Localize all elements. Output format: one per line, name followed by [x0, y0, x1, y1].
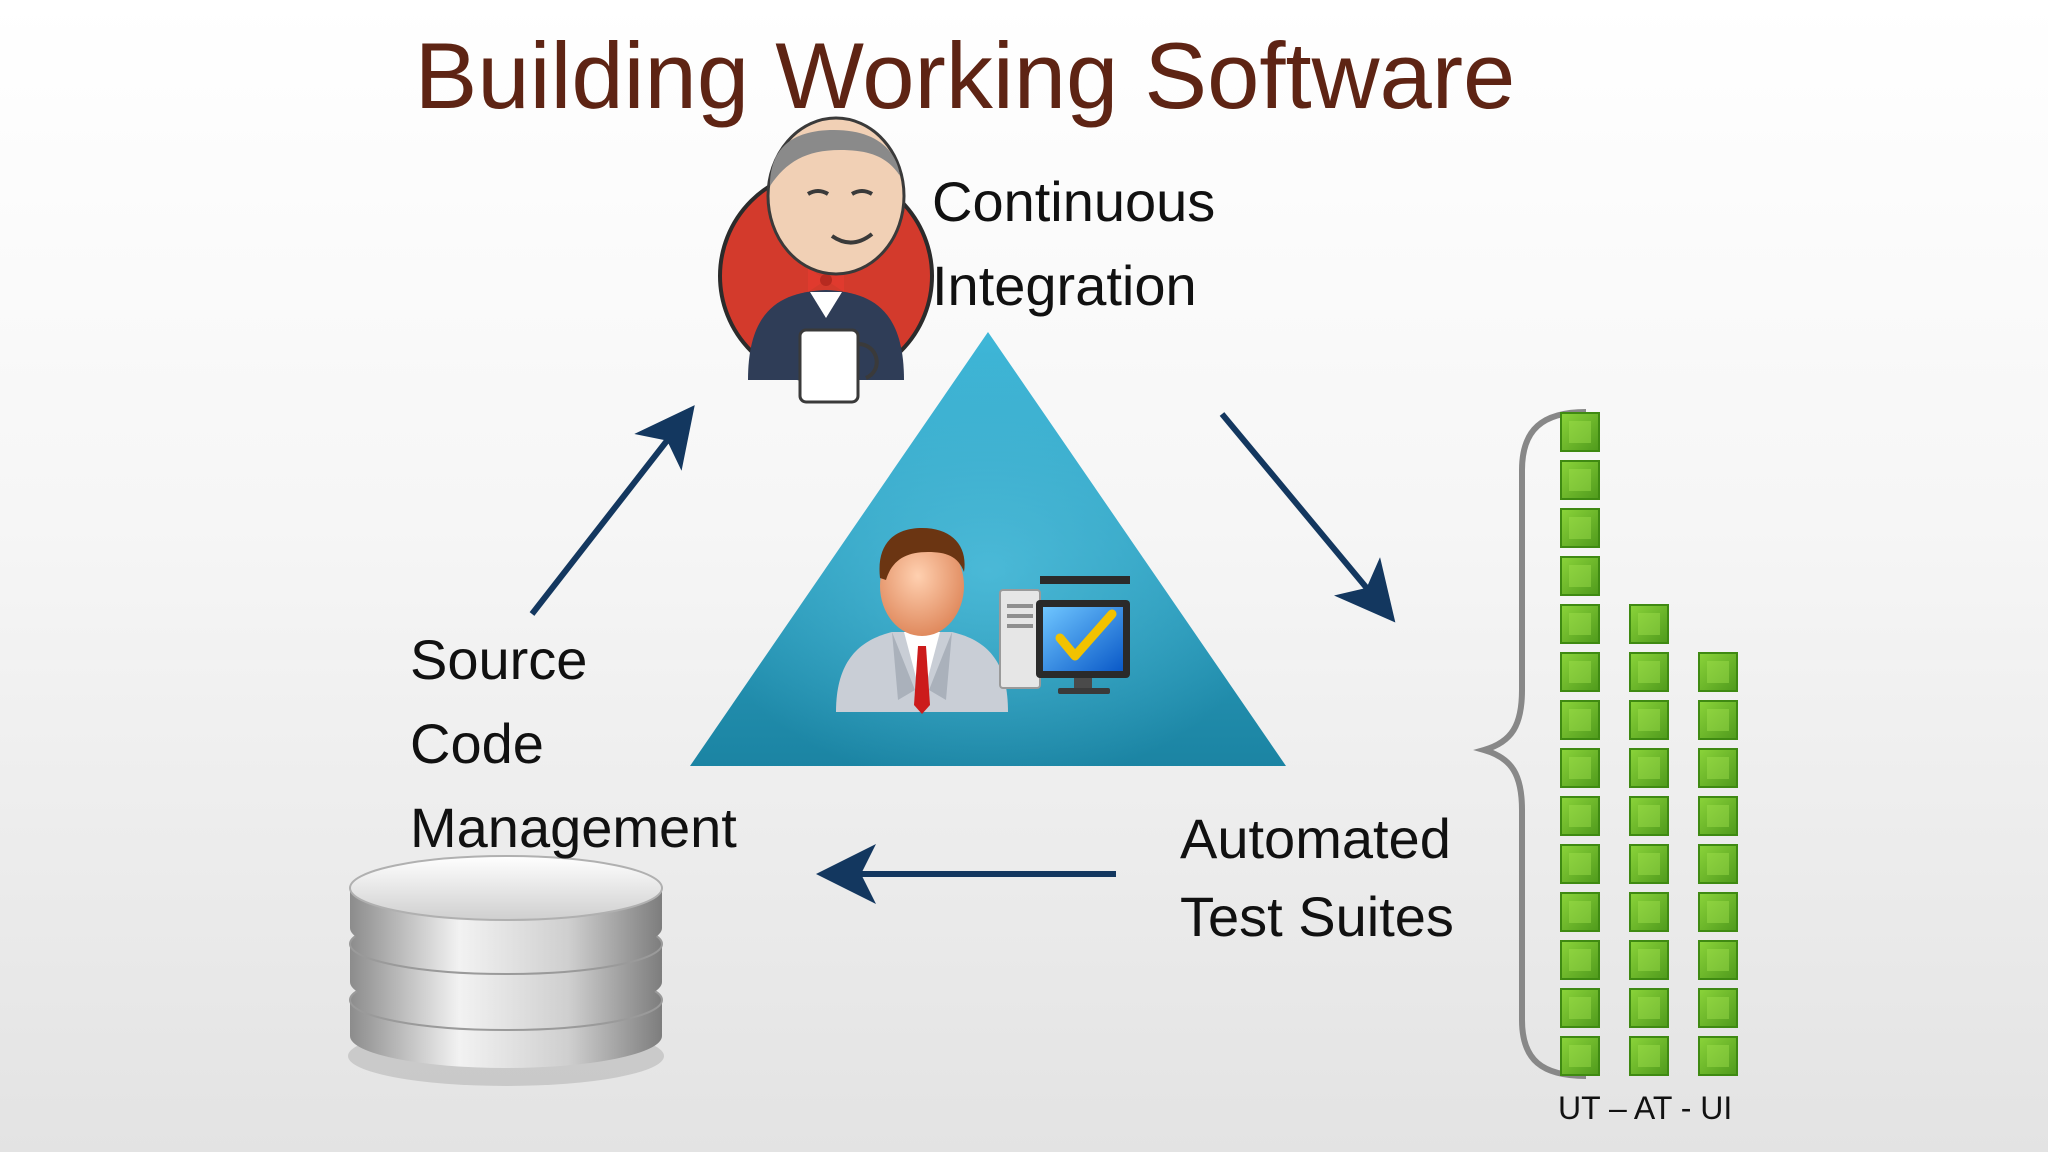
- test-block: [1629, 940, 1669, 980]
- butler-mascot-icon: [718, 116, 934, 404]
- ats-label-line-2: Test Suites: [1180, 885, 1454, 948]
- test-block-highlight: [1707, 901, 1729, 923]
- test-block-highlight: [1638, 805, 1660, 827]
- test-block-highlight: [1569, 517, 1591, 539]
- test-block: [1629, 652, 1669, 692]
- test-block: [1560, 940, 1600, 980]
- process-triangle: [690, 332, 1286, 766]
- test-block: [1560, 892, 1600, 932]
- ci-label-line-2: Integration: [932, 254, 1197, 317]
- test-block-highlight: [1638, 613, 1660, 635]
- test-block: [1698, 796, 1738, 836]
- test-block: [1560, 988, 1600, 1028]
- test-block: [1698, 652, 1738, 692]
- test-columns-caption: UT – AT - UI: [1558, 1090, 1733, 1126]
- test-block: [1560, 748, 1600, 788]
- test-block-highlight: [1638, 661, 1660, 683]
- test-block-highlight: [1569, 661, 1591, 683]
- test-block-highlight: [1638, 949, 1660, 971]
- automated-test-suites-label: Automated Test Suites: [1180, 800, 1454, 956]
- test-block-highlight: [1569, 469, 1591, 491]
- test-block-highlight: [1569, 613, 1591, 635]
- test-block: [1560, 556, 1600, 596]
- test-block-highlight: [1707, 709, 1729, 731]
- test-block: [1698, 940, 1738, 980]
- test-block-highlight: [1707, 661, 1729, 683]
- test-block-highlight: [1707, 757, 1729, 779]
- test-block-highlight: [1707, 853, 1729, 875]
- test-block-highlight: [1707, 1045, 1729, 1067]
- test-suites-brace: [1473, 409, 1587, 1079]
- test-block-highlight: [1707, 997, 1729, 1019]
- test-block-highlight: [1569, 1045, 1591, 1067]
- test-block-highlight: [1638, 709, 1660, 731]
- test-block-columns: [1560, 412, 1738, 1076]
- continuous-integration-label: Continuous Integration: [932, 160, 1215, 328]
- test-block: [1698, 700, 1738, 740]
- test-block-highlight: [1638, 901, 1660, 923]
- test-block: [1560, 508, 1600, 548]
- test-block: [1698, 844, 1738, 884]
- test-block-highlight: [1707, 805, 1729, 827]
- test-block: [1560, 604, 1600, 644]
- test-block-highlight: [1569, 709, 1591, 731]
- test-block-highlight: [1638, 853, 1660, 875]
- test-block: [1698, 1036, 1738, 1076]
- scm-label-line-1: Source: [410, 628, 588, 691]
- source-code-management-label: Source Code Management: [410, 618, 737, 870]
- test-block-highlight: [1569, 853, 1591, 875]
- test-block: [1560, 700, 1600, 740]
- test-block: [1560, 1036, 1600, 1076]
- test-block: [1560, 844, 1600, 884]
- test-block: [1629, 604, 1669, 644]
- ats-label-line-1: Automated: [1180, 807, 1451, 870]
- test-block: [1560, 412, 1600, 452]
- test-block-highlight: [1569, 805, 1591, 827]
- test-block-highlight: [1569, 565, 1591, 587]
- test-block-highlight: [1638, 997, 1660, 1019]
- ci-label-line-1: Continuous: [932, 170, 1216, 233]
- test-block: [1560, 460, 1600, 500]
- test-block: [1629, 988, 1669, 1028]
- test-block: [1629, 700, 1669, 740]
- computer-checkmark-icon: [999, 576, 1130, 694]
- test-block-highlight: [1569, 421, 1591, 443]
- test-block: [1698, 748, 1738, 788]
- page-title: Building Working Software: [414, 23, 1516, 128]
- test-block: [1629, 1036, 1669, 1076]
- arrow-ci-to-tests: [1219, 412, 1396, 623]
- arrow-scm-to-ci: [529, 405, 695, 616]
- database-stack-icon: [348, 855, 664, 1086]
- test-block-highlight: [1569, 949, 1591, 971]
- test-block-highlight: [1569, 997, 1591, 1019]
- test-block-highlight: [1569, 757, 1591, 779]
- test-block: [1698, 892, 1738, 932]
- test-block: [1629, 796, 1669, 836]
- test-block: [1698, 988, 1738, 1028]
- test-block: [1560, 796, 1600, 836]
- test-block: [1629, 844, 1669, 884]
- test-block-highlight: [1707, 949, 1729, 971]
- test-block: [1629, 748, 1669, 788]
- scm-label-line-3: Management: [410, 796, 737, 859]
- test-block-highlight: [1569, 901, 1591, 923]
- test-block-highlight: [1638, 757, 1660, 779]
- scm-label-line-2: Code: [410, 712, 544, 775]
- test-block: [1560, 652, 1600, 692]
- test-block-highlight: [1638, 1045, 1660, 1067]
- test-block: [1629, 892, 1669, 932]
- developer-person-icon: [836, 528, 1008, 714]
